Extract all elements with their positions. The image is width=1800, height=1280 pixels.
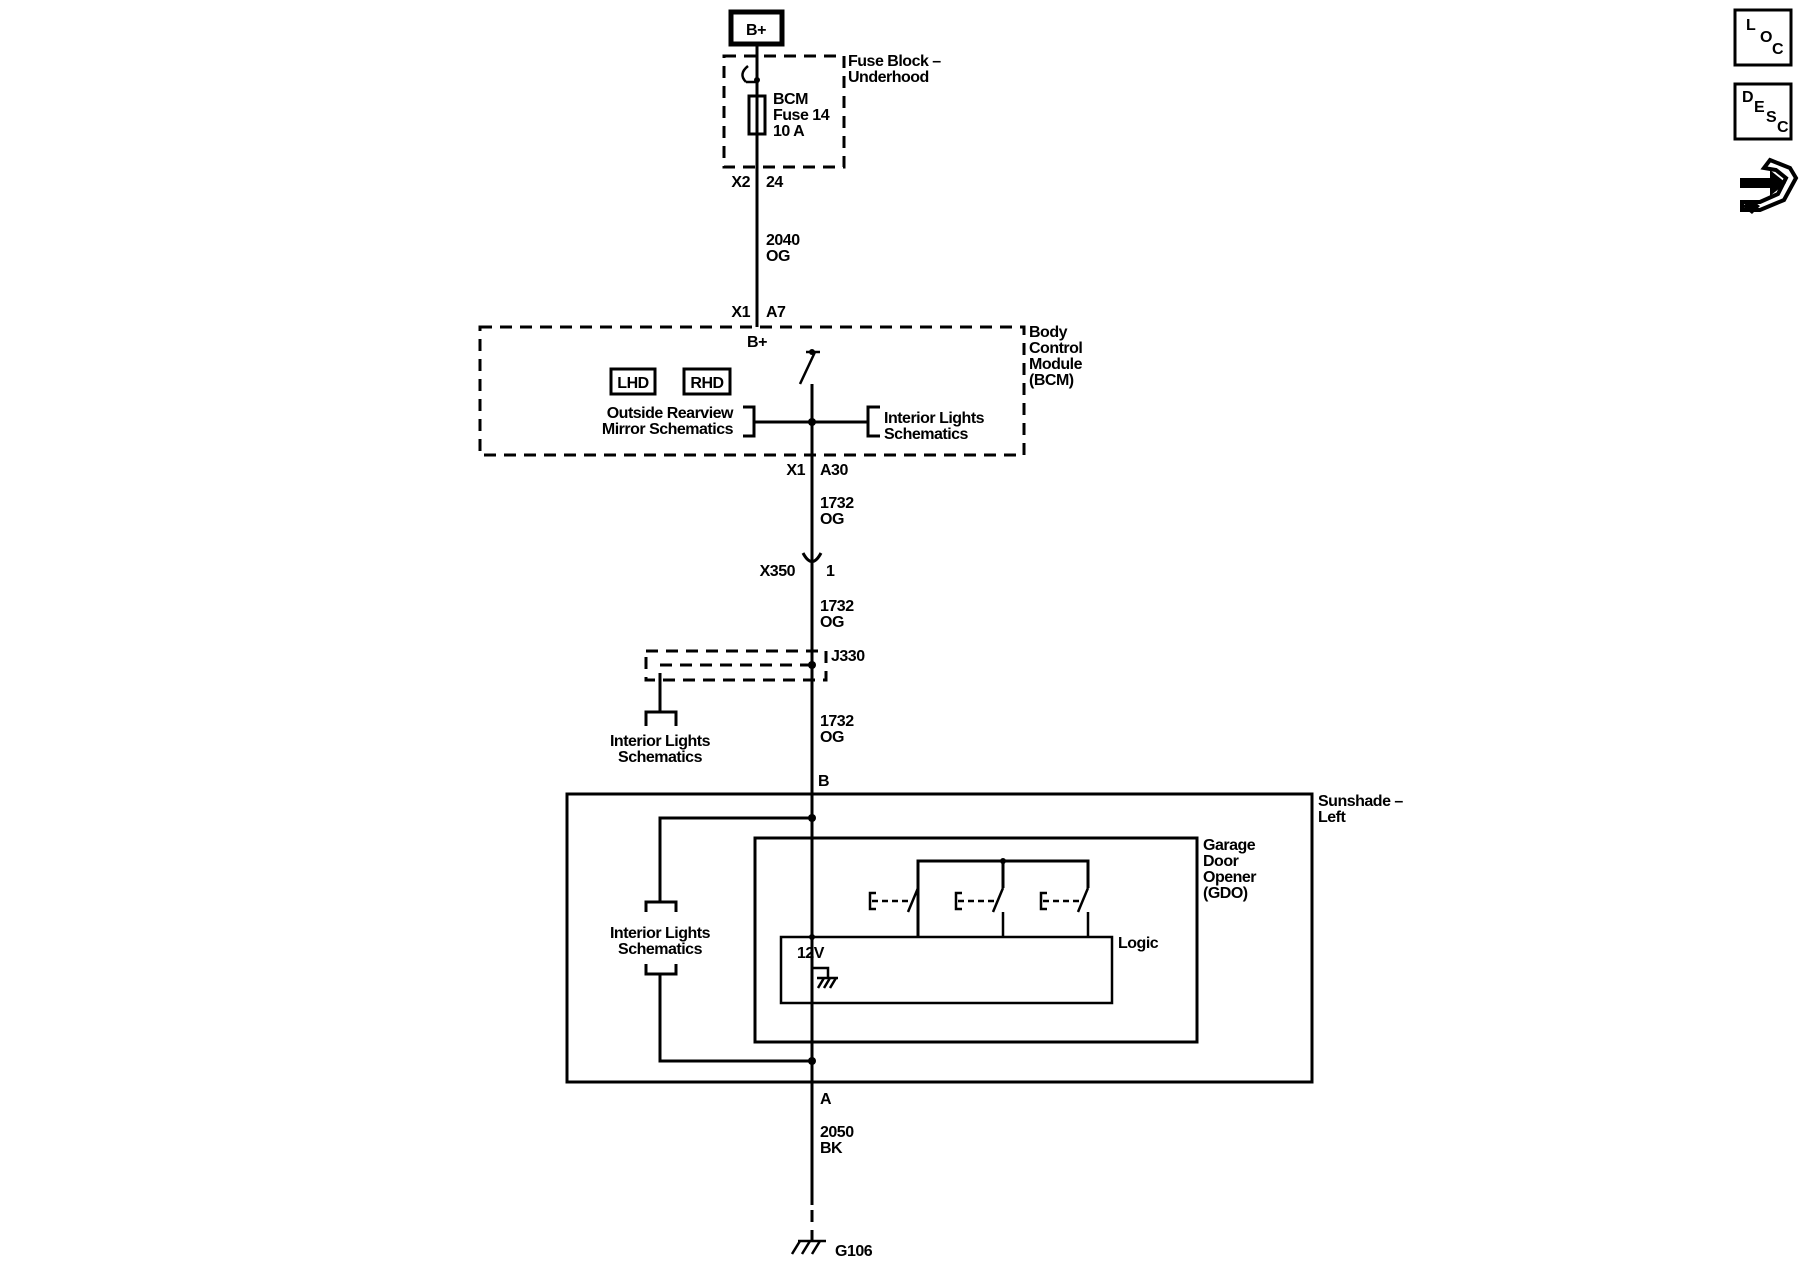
bcm-power-label: B+ (747, 334, 767, 351)
icon-glyph: L (1746, 17, 1756, 34)
wire-1732-a-color: OG (820, 511, 844, 528)
bcm-left-ref-2: Mirror Schematics (602, 421, 734, 438)
wire-2050-circuit: 2050 (820, 1124, 854, 1141)
fuse-name: BCM (773, 91, 808, 108)
icon-glyph: C (1772, 41, 1784, 58)
ground-label: G106 (835, 1243, 873, 1260)
wire-2040-circuit: 2040 (766, 232, 800, 249)
gdo-name-3: Opener (1203, 869, 1256, 886)
bcm-right-ref-2: Schematics (884, 426, 969, 443)
connector-sunshade-b: B (818, 773, 829, 790)
connector-x1-bottom-pin: A30 (820, 462, 848, 479)
bcm-left-ref-bracket (743, 405, 756, 438)
fuse-block-outline (722, 54, 846, 169)
bcm-outline (478, 325, 1026, 457)
icon-glyph: C (1777, 119, 1789, 136)
splice-ref-bracket (644, 710, 678, 726)
bcm-right-ref-1: Interior Lights (884, 410, 985, 427)
gdo-button-3-icon (1039, 891, 1047, 911)
j330-outline (644, 649, 828, 682)
gdo-button-1-icon (868, 891, 876, 911)
gdo-outline (753, 836, 1199, 1044)
lhd-label: LHD (617, 375, 648, 392)
battery-label: B+ (746, 22, 766, 39)
bcm-name-4: (BCM) (1029, 372, 1074, 389)
connector-x350-pin: 1 (826, 563, 835, 580)
gdo-voltage-label: 12V (797, 945, 825, 962)
gdo-logic-box (779, 935, 1114, 1005)
rhd-label: RHD (690, 375, 723, 392)
connector-x1-top-pin: A7 (766, 304, 786, 321)
connector-j330: J330 (831, 648, 865, 665)
battery-terminal: B+ (728, 9, 785, 47)
bcm-name-2: Control (1029, 340, 1082, 357)
sunshade-ref-1: Interior Lights (610, 925, 711, 942)
fuse-block-name-1: Fuse Block – (848, 53, 941, 70)
connector-sunshade-a: A (820, 1091, 832, 1108)
rhd-badge (682, 367, 732, 396)
gdo-name-4: (GDO) (1203, 885, 1248, 902)
gdo-logic-label: Logic (1118, 935, 1159, 952)
gdo-button-2-icon (954, 891, 962, 911)
connector-x1-bottom: X1 (786, 462, 805, 479)
wire-2040-color: OG (766, 248, 790, 265)
wire-1732-b-circuit: 1732 (820, 598, 854, 615)
gdo-switch-bank (868, 858, 1090, 937)
icon-glyph: S (1766, 109, 1777, 126)
connector-x350: X350 (760, 563, 796, 580)
bcm-switch-icon (798, 350, 820, 385)
fuse-block-name-2: Underhood (848, 69, 929, 86)
sunshade-name-2: Left (1318, 809, 1347, 826)
connector-pliers-icon[interactable] (1740, 157, 1799, 214)
desc-icon[interactable]: D E S C (1733, 82, 1793, 141)
connector-x2-pin: 24 (766, 174, 783, 191)
wire-1732-c-color: OG (820, 729, 844, 746)
sunshade-ref-bracket (644, 964, 678, 976)
fuse-number: Fuse 14 (773, 107, 830, 124)
j330-splice-point (808, 661, 816, 669)
splice-ref-1: Interior Lights (610, 733, 711, 750)
wire-2050-color: BK (820, 1140, 843, 1157)
sunshade-name-1: Sunshade – (1318, 793, 1403, 810)
icon-glyph: D (1742, 89, 1753, 106)
bcm-left-ref-1: Outside Rearview (607, 405, 734, 422)
fuse-rating: 10 A (773, 123, 805, 140)
sunshade-ref-2: Schematics (618, 941, 703, 958)
connector-x350-symbol (801, 552, 823, 563)
gdo-name-2: Door (1203, 853, 1239, 870)
sunshade-outline (565, 792, 1314, 1084)
bcm-name-1: Body (1029, 324, 1068, 341)
gdo-name-1: Garage (1203, 837, 1256, 854)
connector-x2: X2 (731, 174, 750, 191)
bcm-right-ref-bracket (866, 405, 880, 438)
wire-1732-c-circuit: 1732 (820, 713, 854, 730)
gdo-ground-icon (812, 966, 838, 989)
lhd-badge (609, 367, 657, 396)
connector-x1-top: X1 (731, 304, 750, 321)
bcm-name-3: Module (1029, 356, 1083, 373)
icon-glyph: E (1754, 99, 1765, 116)
loc-icon[interactable]: L O C (1733, 8, 1793, 67)
splice-ref-2: Schematics (618, 749, 703, 766)
ground-g106-icon (790, 1239, 826, 1255)
icon-glyph: O (1760, 29, 1772, 46)
wire-1732-b-color: OG (820, 614, 844, 631)
wire-1732-a-circuit: 1732 (820, 495, 854, 512)
